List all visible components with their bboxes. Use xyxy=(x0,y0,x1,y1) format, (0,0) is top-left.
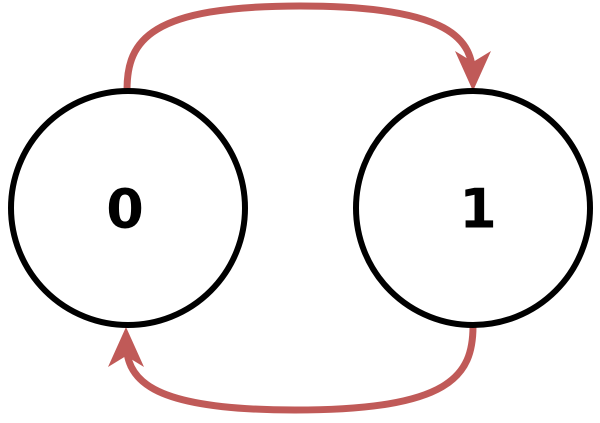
node-0[interactable]: 0 xyxy=(8,88,248,328)
edge-0-to-1[interactable] xyxy=(123,2,491,91)
node-0-circle[interactable] xyxy=(8,88,248,328)
edge-0-to-1-path xyxy=(123,2,477,91)
edge-1-to-0[interactable] xyxy=(108,325,477,414)
edge-1-to-0-arrowhead-icon xyxy=(108,327,144,367)
edge-1-to-0-path xyxy=(122,325,477,414)
node-1[interactable]: 1 xyxy=(353,88,593,328)
node-0-label: 0 xyxy=(106,178,144,241)
node-1-label: 1 xyxy=(459,178,497,241)
node-1-circle[interactable] xyxy=(353,88,593,328)
edge-0-to-1-arrowhead-icon xyxy=(455,51,491,91)
